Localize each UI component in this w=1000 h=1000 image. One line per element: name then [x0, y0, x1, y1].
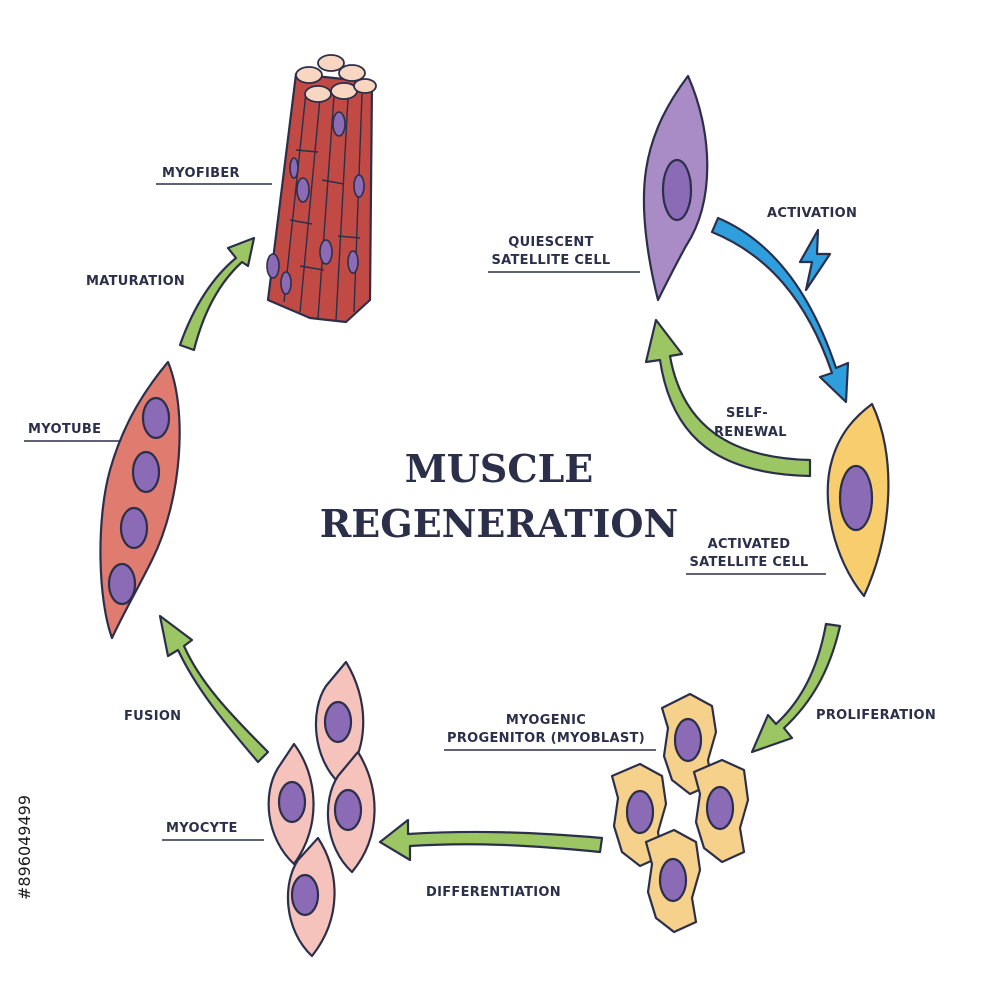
- side-id-text: #896049499: [15, 795, 34, 900]
- label-maturation: MATURATION: [86, 274, 185, 289]
- myofiber-ends: [295, 54, 377, 103]
- label-self-renewal-line1: SELF-: [726, 406, 768, 421]
- maturation-arrow: [178, 236, 256, 352]
- myoblast-cluster: [610, 692, 750, 934]
- proliferation-arrow: [750, 622, 842, 754]
- label-progenitor-line2: PROGENITOR (MYOBLAST): [447, 731, 645, 746]
- lightning-icon: [798, 228, 832, 292]
- myofiber-nuclei: [266, 111, 365, 295]
- title-line-1: MUSCLE: [405, 446, 594, 491]
- differentiation-arrow: [378, 818, 604, 862]
- activated-satellite-cell: [826, 402, 890, 598]
- label-myocyte: MYOCYTE: [166, 821, 238, 836]
- activation-arrow: [710, 216, 850, 404]
- label-activation: ACTIVATION: [767, 206, 857, 221]
- fusion-arrow: [158, 614, 270, 764]
- label-quiescent-line2: SATELLITE CELL: [491, 253, 610, 268]
- title-line-2: REGENERATION: [320, 501, 679, 546]
- label-activated-line1: ACTIVATED: [708, 537, 791, 552]
- myotube: [99, 360, 181, 640]
- label-myotube: MYOTUBE: [28, 422, 101, 437]
- label-progenitor-line1: MYOGENIC: [506, 713, 586, 728]
- label-proliferation: PROLIFERATION: [816, 708, 936, 723]
- myofiber-bundle: [266, 54, 377, 324]
- diagram-title: MUSCLE REGENERATION: [320, 446, 679, 546]
- activated-nucleus: [838, 464, 874, 532]
- label-myofiber: MYOFIBER: [162, 166, 240, 181]
- myocyte-cluster: [267, 660, 376, 958]
- label-quiescent-line1: QUIESCENT: [508, 235, 594, 250]
- label-self-renewal-line2: RENEWAL: [714, 425, 787, 440]
- quiescent-nucleus: [661, 158, 693, 222]
- label-differentiation: DIFFERENTIATION: [426, 885, 561, 900]
- label-fusion: FUSION: [124, 709, 181, 724]
- quiescent-satellite-cell: [642, 74, 709, 302]
- label-activated-line2: SATELLITE CELL: [689, 555, 808, 570]
- self-renewal-arrow: [644, 318, 812, 478]
